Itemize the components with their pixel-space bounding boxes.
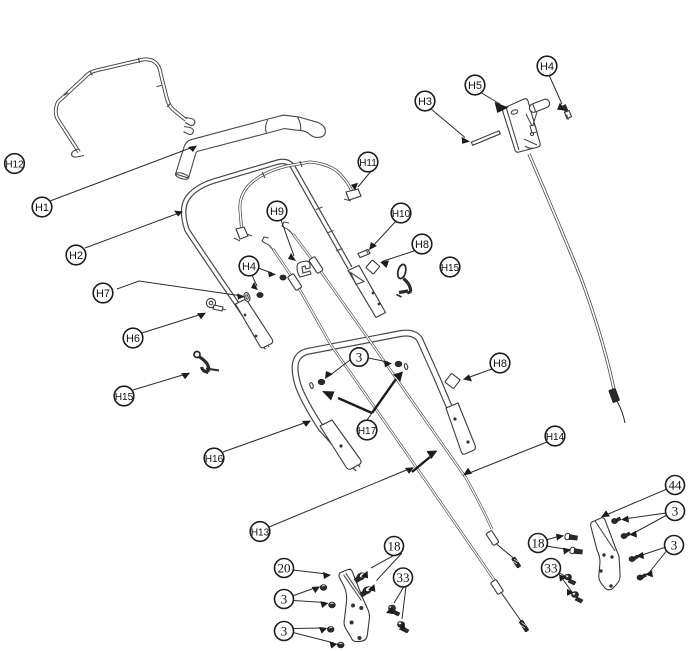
svg-text:H8: H8 [415,239,429,251]
svg-text:3: 3 [671,538,678,553]
svg-text:H14: H14 [546,432,565,443]
svg-text:H1: H1 [35,202,49,214]
svg-text:H9: H9 [270,206,284,218]
svg-text:3: 3 [672,504,679,519]
svg-text:H2: H2 [69,250,83,262]
svg-text:H15: H15 [115,392,134,403]
svg-text:3: 3 [281,624,288,639]
svg-text:20: 20 [278,561,291,576]
svg-text:H6: H6 [126,333,140,345]
svg-text:H3: H3 [418,96,432,108]
svg-text:H4: H4 [540,61,554,73]
svg-text:H10: H10 [392,209,411,220]
svg-text:H4: H4 [242,261,256,273]
svg-text:18: 18 [388,539,401,554]
svg-text:H12: H12 [5,160,24,171]
svg-text:H11: H11 [359,158,377,169]
svg-text:44: 44 [669,478,683,493]
svg-text:H8: H8 [493,358,507,370]
svg-text:H13: H13 [251,528,270,539]
svg-text:H15: H15 [441,263,460,274]
svg-text:33: 33 [545,561,558,576]
svg-text:33: 33 [397,570,410,585]
svg-text:H5: H5 [468,80,482,92]
svg-text:H17: H17 [358,426,377,437]
svg-text:H16: H16 [205,454,224,465]
svg-text:H7: H7 [96,288,110,300]
svg-text:18: 18 [532,536,545,551]
svg-text:3: 3 [281,592,288,607]
svg-text:3: 3 [356,350,363,365]
